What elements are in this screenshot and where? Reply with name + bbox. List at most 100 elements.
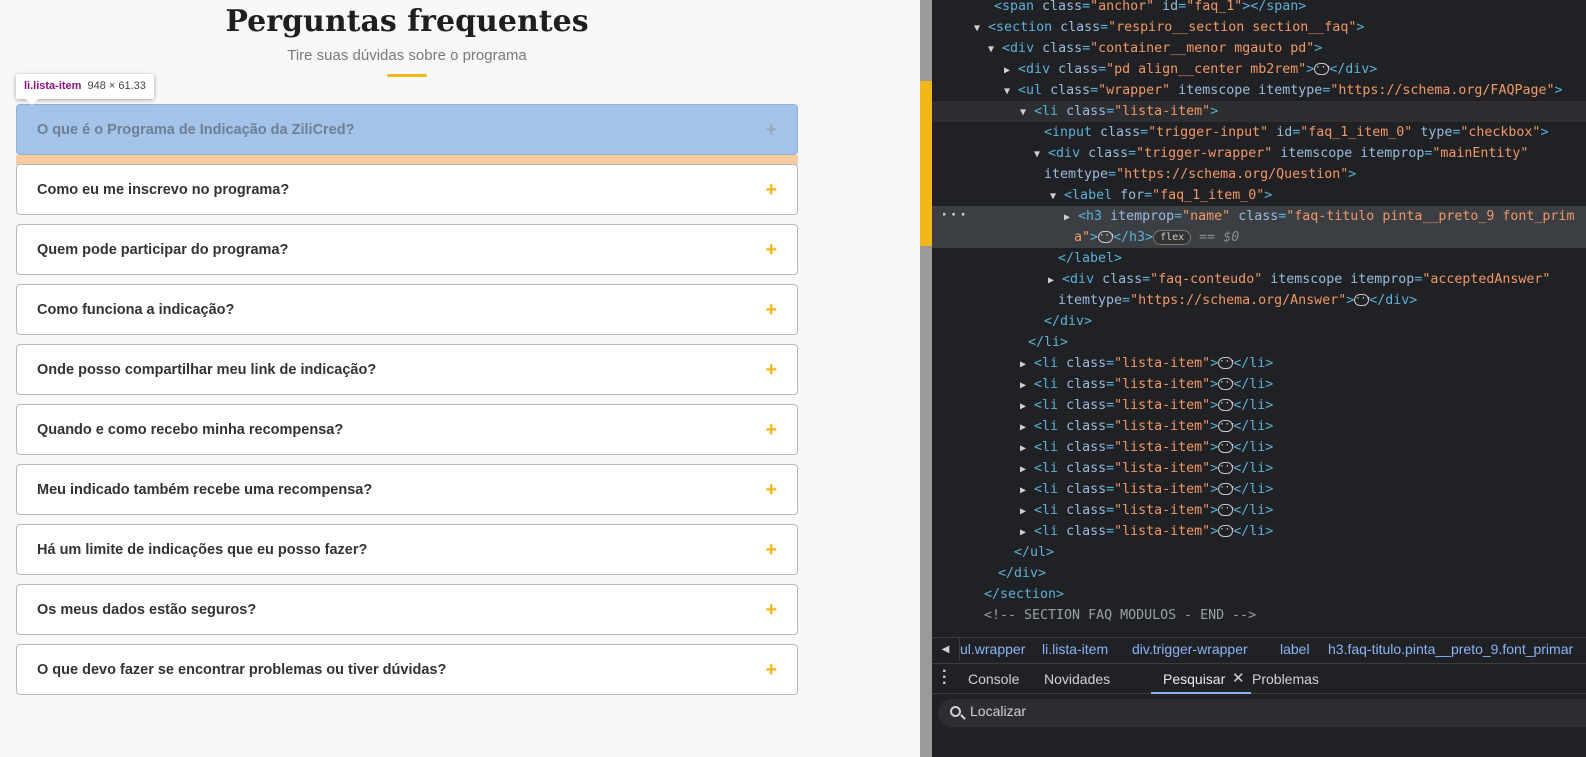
breadcrumb-item[interactable]: li.lista-item [1042,641,1109,657]
dom-node[interactable]: ▶ <li class="lista-item">···</li> [1020,356,1274,371]
faq-question: Onde posso compartilhar meu link de indi… [37,361,377,378]
faq-question: Como eu me inscrevo no programa? [37,181,290,198]
search-input[interactable] [970,703,1560,719]
faq-question: Os meus dados estão seguros? [37,601,257,618]
tooltip-dimensions: 948 × 61.33 [87,80,146,92]
plus-icon[interactable]: + [765,598,777,621]
faq-item[interactable]: Quando e como recebo minha recompensa? + [16,404,798,455]
kebab-menu-icon[interactable]: ··· [942,663,948,692]
search-bar [932,695,1586,731]
plus-icon[interactable]: + [765,478,777,501]
dom-node[interactable]: ▶ <li class="lista-item">···</li> [1020,503,1274,518]
dom-node[interactable]: ▶ <div class="pd align__center mb2rem">·… [1004,62,1378,77]
breadcrumb-item[interactable]: div.trigger-wrapper [1132,641,1248,657]
dom-node-selected[interactable]: ▶ <h3 itemprop="name" class="faq-titulo … [932,206,1586,227]
plus-icon[interactable]: + [765,658,777,681]
ellipsis-icon[interactable]: ··· [1218,378,1236,390]
faq-item[interactable]: Há um limite de indicações que eu posso … [16,524,798,575]
scroll-left-icon[interactable]: ◀ [932,638,960,661]
dom-node[interactable]: ▶ <div class="faq-conteudo" itemscope it… [1048,272,1551,287]
breadcrumb-item[interactable]: label [1280,641,1310,657]
ellipsis-icon[interactable]: ··· [1218,483,1236,495]
faq-question: Meu indicado também recebe uma recompens… [37,481,373,498]
search-icon [950,706,961,717]
dom-node[interactable]: itemtype="https://schema.org/Answer">···… [1058,293,1418,308]
dom-node[interactable]: ▼ <div class="container__menor mgauto pd… [988,41,1323,56]
faq-question: Como funciona a indicação? [37,301,235,318]
plus-icon[interactable]: + [765,118,777,141]
dom-node[interactable]: </label> [1058,251,1123,266]
dom-node-hovered[interactable]: ▼ <li class="lista-item"> [932,101,1586,122]
dom-node[interactable]: ▶ <li class="lista-item">···</li> [1020,482,1274,497]
flex-badge[interactable]: flex [1153,229,1192,245]
dom-node[interactable]: ▶ <li class="lista-item">···</li> [1020,398,1274,413]
ellipsis-icon[interactable]: ··· [1218,441,1236,453]
faq-item[interactable]: O que é o Programa de Indicação da ZiliC… [16,104,798,155]
dom-node[interactable]: ▼ <label for="faq_1_item_0"> [1050,188,1273,203]
dom-node[interactable]: ▼ <ul class="wrapper" itemscope itemtype… [1004,83,1563,98]
inspect-tooltip: li.lista-item 948 × 61.33 [16,74,154,99]
dom-node[interactable]: ▼ <section class="respiro__section secti… [974,20,1365,35]
plus-icon[interactable]: + [765,538,777,561]
dom-node[interactable]: <input class="trigger-input" id="faq_1_i… [1044,125,1549,140]
faq-title: Perguntas frequentes [225,4,589,39]
faq-question: O que devo fazer se encontrar problemas … [37,661,447,678]
faq-item[interactable]: Os meus dados estão seguros? + [16,584,798,635]
dom-node-selected[interactable]: a">···</h3>flex == $0 [932,227,1586,248]
tab-pesquisar[interactable]: Pesquisar [1163,671,1226,687]
close-icon[interactable]: ✕ [1232,670,1245,687]
tooltip-arrow [26,99,38,105]
dom-node[interactable]: itemtype="https://schema.org/Question"> [1044,167,1357,182]
dom-node[interactable]: ▶ <li class="lista-item">···</li> [1020,440,1274,455]
plus-icon[interactable]: + [765,298,777,321]
tooltip-element: li.lista-item [24,80,82,92]
dom-node[interactable]: <!-- SECTION FAQ MODULOS - END --> [984,608,1257,623]
tab-console[interactable]: Console [968,671,1020,687]
faq-item[interactable]: Onde posso compartilhar meu link de indi… [16,344,798,395]
drawer-tabbar: ··· Console Novidades Pesquisar ✕ Proble… [932,663,1586,694]
breadcrumb: ◀ ul.wrapper li.lista-item div.trigger-w… [932,637,1586,661]
ellipsis-icon[interactable]: ··· [1218,420,1236,432]
dom-node[interactable]: </div> [998,566,1047,581]
faq-item[interactable]: O que devo fazer se encontrar problemas … [16,644,798,695]
breadcrumb-item[interactable]: ul.wrapper [960,641,1026,657]
ellipsis-icon[interactable]: ··· [1218,357,1236,369]
title-underline [387,74,427,77]
ellipsis-icon[interactable]: ··· [1354,294,1372,306]
scrollbar-thumb[interactable] [920,81,932,246]
dom-node[interactable]: ▶ <li class="lista-item">···</li> [1020,524,1274,539]
faq-item[interactable]: Como funciona a indicação? + [16,284,798,335]
tab-problemas[interactable]: Problemas [1252,671,1319,687]
faq-item[interactable]: Como eu me inscrevo no programa? + [16,164,798,215]
dom-node[interactable]: ▶ <li class="lista-item">···</li> [1020,377,1274,392]
tab-novidades[interactable]: Novidades [1044,671,1111,687]
ellipsis-icon[interactable]: ··· [1218,504,1236,516]
dom-node[interactable]: </ul> [1014,545,1055,560]
dom-node[interactable]: </li> [1028,335,1069,350]
ellipsis-icon[interactable]: ··· [1314,63,1332,75]
plus-icon[interactable]: + [765,418,777,441]
ellipsis-icon[interactable]: ··· [1218,525,1236,537]
plus-icon[interactable]: + [765,178,777,201]
faq-item[interactable]: Quem pode participar do programa? + [16,224,798,275]
elements-tree: <span class="anchor" id="faq_1"></span> … [932,0,1586,637]
inspect-margin-overlay [16,155,798,165]
ellipsis-icon[interactable]: ··· [1098,231,1116,243]
dom-node[interactable]: </div> [1044,314,1093,329]
dom-node[interactable]: <span class="anchor" id="faq_1"></span> [994,0,1307,14]
ellipsis-icon[interactable]: ··· [1218,462,1236,474]
devtools-panel: <span class="anchor" id="faq_1"></span> … [932,0,1586,757]
active-tab-indicator [1151,692,1251,694]
dom-node[interactable]: ▼ <div class="trigger-wrapper" itemscope… [1034,146,1529,161]
breadcrumb-item[interactable]: h3.faq-titulo.pinta__preto_9.font_primar [1328,641,1574,657]
plus-icon[interactable]: + [765,238,777,261]
faq-item[interactable]: Meu indicado também recebe uma recompens… [16,464,798,515]
dom-node[interactable]: ▶ <li class="lista-item">···</li> [1020,461,1274,476]
more-options-icon[interactable]: ··· [940,207,969,223]
page-viewport: Perguntas frequentes Tire suas dúvidas s… [16,4,798,695]
plus-icon[interactable]: + [765,358,777,381]
ellipsis-icon[interactable]: ··· [1218,399,1236,411]
dom-node[interactable]: ▶ <li class="lista-item">···</li> [1020,419,1274,434]
faq-question: O que é o Programa de Indicação da ZiliC… [37,121,355,138]
dom-node[interactable]: </section> [984,587,1065,602]
